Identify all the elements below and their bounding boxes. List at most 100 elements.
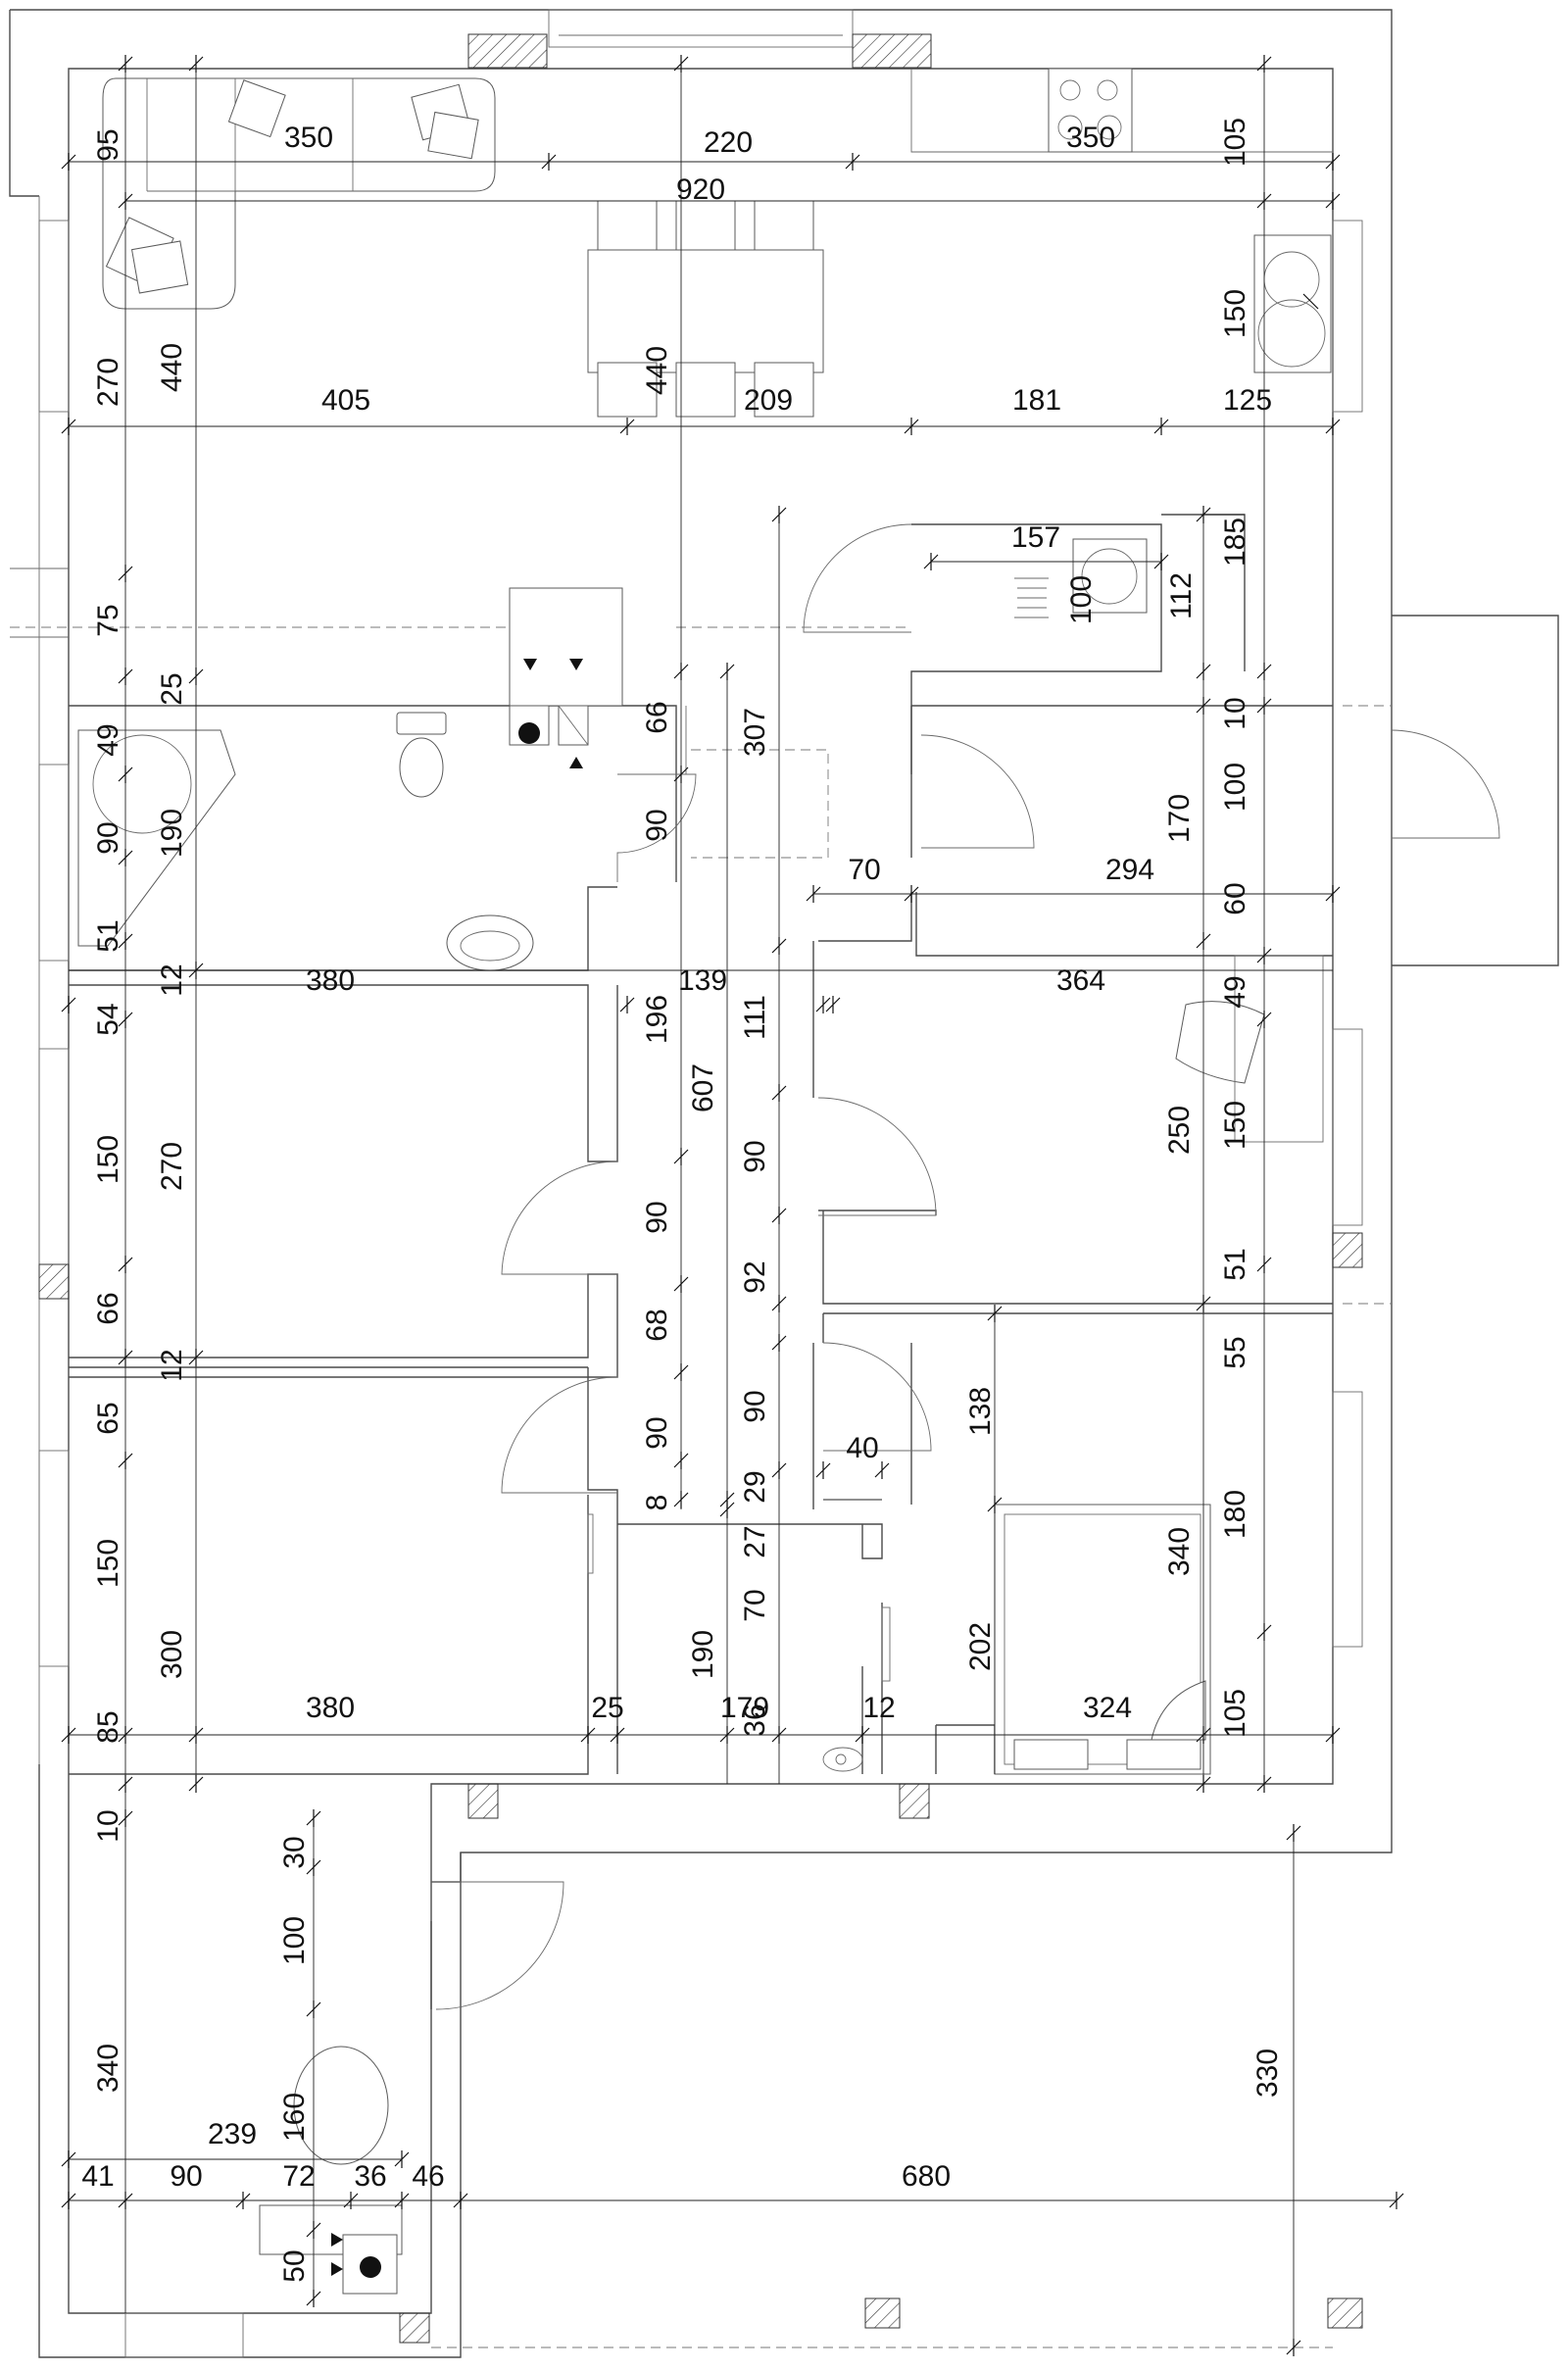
boiler-icon [509,587,623,768]
dimension-tick [673,1148,689,1165]
dimension-tick [1256,1256,1272,1273]
dimension-label: 30 [278,1836,311,1868]
dimension-tick [188,1775,204,1793]
washbasin-icon [446,914,534,971]
dimension-tick [1256,55,1272,73]
dimension-label: 10 [1219,697,1251,729]
dimension-label: 75 [92,604,124,636]
dimension-tick [855,1726,870,1744]
dimension-label: 307 [739,708,771,757]
dimension-tick [118,932,133,950]
dimension-label: 12 [156,963,188,996]
dimension-tick [771,506,787,523]
dashed-lines [10,626,1392,2348]
dimension-label: 100 [1219,763,1251,812]
dimension-label: 70 [848,854,880,886]
dimension-tick [771,1461,787,1479]
dimension-tick [61,418,76,435]
dimension-tick [1256,1623,1272,1641]
dimension-tick [1196,506,1211,523]
dimension-tick [1325,418,1341,435]
dimension-label: 179 [720,1692,769,1724]
dimension-label: 300 [156,1630,188,1679]
dimension-tick [1286,1824,1301,1842]
dimension-tick [1196,1295,1211,1312]
dimension-label: 324 [1083,1692,1132,1724]
dimension-tick [619,418,635,435]
dimension-label: 180 [1219,1490,1251,1539]
dimension-tick [306,1858,321,1876]
dimension-label: 440 [641,346,673,395]
dimension-label: 185 [1219,518,1251,567]
dimension-label: 25 [591,1692,623,1724]
dimension-label: 150 [1219,1101,1251,1150]
dimension-tick [306,2001,321,2018]
dimension-tick [1256,1011,1272,1028]
dimension-tick [771,1207,787,1224]
dimension-tick [815,1461,831,1479]
dimension-tick [1196,1775,1211,1793]
dimension-tick [874,1461,890,1479]
dimension-label: 41 [81,2160,114,2193]
dimension-label: 90 [170,2160,202,2193]
dimension-label: 138 [964,1387,997,1436]
dimension-label: 239 [208,2118,257,2150]
dimension-tick [188,962,204,979]
dimension-label: 380 [306,964,355,997]
dimension-tick [188,1726,204,1744]
dimension-label: 8 [641,1495,673,1511]
dimension-label: 340 [92,2044,124,2093]
dimension-tick [1325,1726,1341,1744]
dimension-label: 90 [739,1140,771,1172]
dimension-label: 25 [156,672,188,705]
dimension-tick [1196,663,1211,680]
dimension-label: 66 [641,701,673,733]
dimension-tick [118,1256,133,1273]
dimension-tick [118,565,133,582]
dimension-label: 85 [92,1710,124,1743]
dimension-label: 350 [284,122,333,154]
dimension-label: 209 [744,384,793,417]
round-table-icon [293,2046,389,2165]
dimension-label: 202 [964,1622,997,1671]
dimension-label: 100 [1065,575,1098,624]
dimension-tick [453,2192,468,2209]
sofa-icon [102,77,496,310]
dimension-tick [719,1726,735,1744]
dimension-tick [118,1726,133,1744]
dimension-tick [673,1452,689,1469]
dimension-tick [815,996,831,1013]
dimension-label: 54 [92,1003,124,1035]
dimension-label: 150 [1219,289,1251,338]
dimension-label: 12 [156,1349,188,1381]
dimension-label: 364 [1056,964,1105,997]
armchair-icon [1175,955,1324,1143]
dimension-tick [771,1295,787,1312]
dimension-label: 90 [92,821,124,854]
dimension-label: 250 [1163,1106,1196,1155]
dimension-tick [118,192,133,210]
dimension-tick [771,1084,787,1102]
windows [38,9,1363,2358]
dimension-label: 50 [278,2249,311,2282]
dimension-tick [61,2192,76,2209]
dimension-label: 60 [1219,882,1251,914]
dimension-label: 340 [1163,1527,1196,1576]
dimension-tick [118,1775,133,1793]
dimension-tick [673,766,689,783]
dimension-tick [673,1363,689,1381]
dimension-tick [673,1491,689,1508]
dimension-label: 49 [92,723,124,756]
dimension-label: 40 [846,1432,878,1464]
dimension-tick [118,1349,133,1366]
dimension-label: 220 [704,126,753,159]
dimension-label: 90 [739,1390,771,1422]
dimension-tick [1256,1775,1272,1793]
dimension-tick [1153,418,1169,435]
dimension-tick [118,667,133,685]
dimension-tick [1325,192,1341,210]
dimension-tick [188,1349,204,1366]
dimension-label: 95 [92,128,124,161]
washing-machine-icon [1014,538,1148,618]
